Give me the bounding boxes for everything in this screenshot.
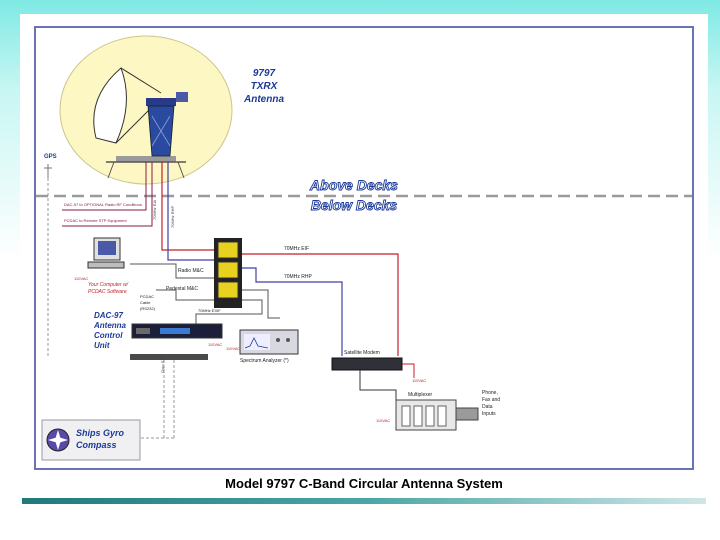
spectrum-analyzer-label: Spectrum Analyzer (*) bbox=[240, 358, 289, 364]
pcdac-cable-line1: PCDAC bbox=[140, 294, 154, 299]
gps-label: GPS bbox=[44, 154, 57, 160]
computer-label-line2: PCDAC Software bbox=[88, 289, 127, 295]
mux-power-label: 110VAC bbox=[376, 418, 390, 423]
rf-70-eif-label: 70MHz EIF bbox=[284, 246, 309, 252]
phone-label-line3: Data bbox=[482, 404, 493, 410]
gyro-sync-label: Gyro SYN bbox=[160, 355, 165, 373]
cable-v1-label: 70MHz EIA bbox=[152, 199, 157, 220]
satellite-modem-icon bbox=[331, 357, 403, 371]
footer-bar bbox=[22, 498, 706, 504]
antenna-label-line3: Antenna bbox=[243, 94, 284, 105]
rf-cable-eif bbox=[242, 253, 399, 356]
diagram-frame: 9797 TXRX Antenna GPS Above Decks Below … bbox=[34, 26, 694, 470]
phone-label-line2: Fax and bbox=[482, 397, 500, 403]
diagram-caption: Model 9797 C-Band Circular Antenna Syste… bbox=[225, 476, 503, 491]
rf-70-rhp-label: 70MHz RHP bbox=[284, 274, 312, 280]
computer-power-label: 110VAC bbox=[74, 276, 88, 281]
cable-top-1-label: DAC-97 to OPTIONAL Radio RF Conditions bbox=[64, 202, 142, 207]
phone-label-line4: Inputs bbox=[482, 411, 496, 417]
dac-bracket bbox=[130, 354, 208, 360]
dac-label-line3: Control bbox=[94, 331, 123, 340]
cable-top-1 bbox=[62, 162, 147, 211]
pcdac-cable-line2: Cable bbox=[140, 300, 151, 305]
dac-power-label: 110VAC bbox=[208, 342, 222, 347]
system-diagram: 9797 TXRX Antenna GPS Above Decks Below … bbox=[36, 35, 692, 461]
cable-v2-label: 70MHz RHP bbox=[170, 205, 175, 228]
pcdac-cable-line3: (RS232) bbox=[140, 306, 156, 311]
antenna-label-line1: 9797 bbox=[253, 68, 276, 79]
cable-top-2 bbox=[62, 162, 153, 227]
dac-label-line1: DAC-97 bbox=[94, 311, 123, 320]
spectrum-power-label: 110VAC bbox=[226, 346, 240, 351]
pedestal-mc-label: Pedestal M&C bbox=[166, 286, 198, 292]
pedestal-head bbox=[146, 98, 176, 106]
gyro-label-line2: Compass bbox=[76, 440, 117, 450]
slide: 9797 TXRX Antenna GPS Above Decks Below … bbox=[20, 14, 708, 504]
gyro-label-line1: Ships Gyro bbox=[76, 428, 125, 438]
above-decks-label: Above Decks bbox=[309, 177, 398, 193]
satellite-modem-label: Satellite Modem bbox=[344, 350, 380, 356]
computer-label-line1: Your Computer w/ bbox=[88, 282, 129, 288]
dac-label-line2: Antenna bbox=[93, 321, 127, 330]
cable-top-2-label: PCDAC to Remote STP Equipment bbox=[64, 218, 128, 223]
multiplexer-label: Multiplexer bbox=[408, 392, 433, 398]
below-decks-label: Below Decks bbox=[311, 197, 398, 213]
rf-70-exif-label: 70MHz EXIF bbox=[198, 308, 221, 313]
radome-base bbox=[116, 156, 176, 162]
phone-label-line1: Phone, bbox=[482, 390, 498, 396]
radio-mc-label: Radio M&C bbox=[178, 268, 204, 274]
antenna-label-line2: TXRX bbox=[251, 81, 279, 92]
dac-label-line4: Unit bbox=[94, 341, 110, 350]
rf-cable-rhp bbox=[242, 267, 343, 356]
modem-power-label: 110VAC bbox=[412, 378, 426, 383]
